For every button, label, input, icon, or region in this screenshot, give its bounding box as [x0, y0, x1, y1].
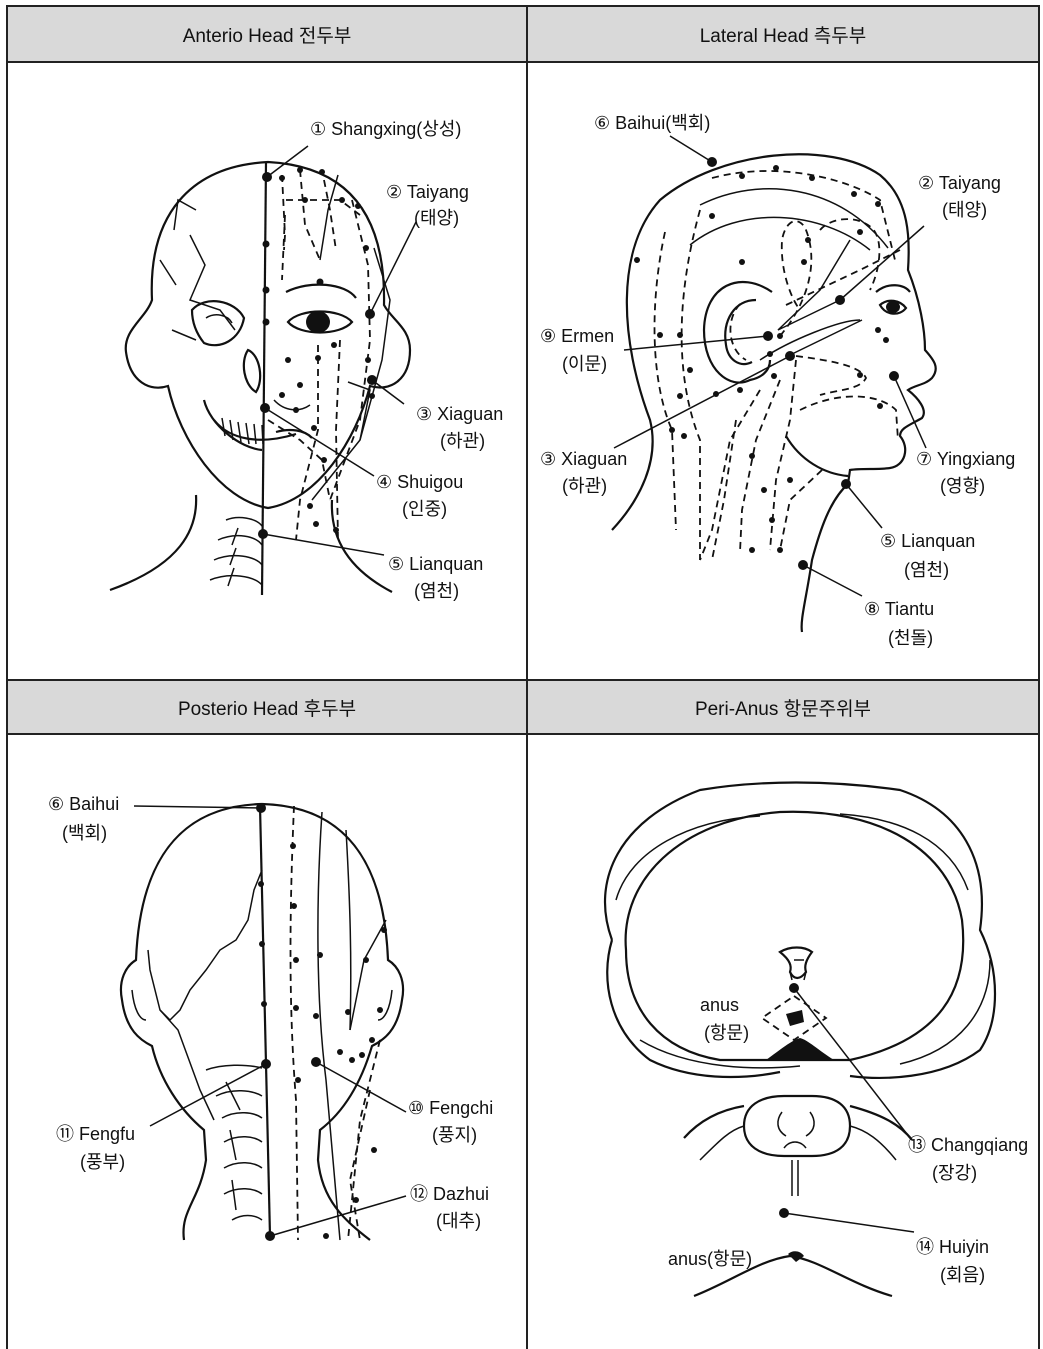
label-anus-kor: (항문)	[704, 1022, 749, 1044]
label-anus-bottom: anus(항문)	[668, 1248, 752, 1270]
label-changqiang-name: Changqiang	[931, 1135, 1028, 1155]
label-huiyin-name: Huiyin	[939, 1237, 989, 1257]
label-huiyin-num: ⑭	[916, 1237, 934, 1257]
label-huiyin-kor: (회음)	[940, 1264, 985, 1286]
label-anus: anus	[700, 994, 739, 1016]
label-huiyin: ⑭ Huiyin	[916, 1236, 989, 1258]
label-changqiang-num: ⑬	[908, 1135, 926, 1155]
label-changqiang: ⑬ Changqiang	[908, 1134, 1028, 1156]
label-changqiang-kor: (장강)	[932, 1162, 977, 1184]
